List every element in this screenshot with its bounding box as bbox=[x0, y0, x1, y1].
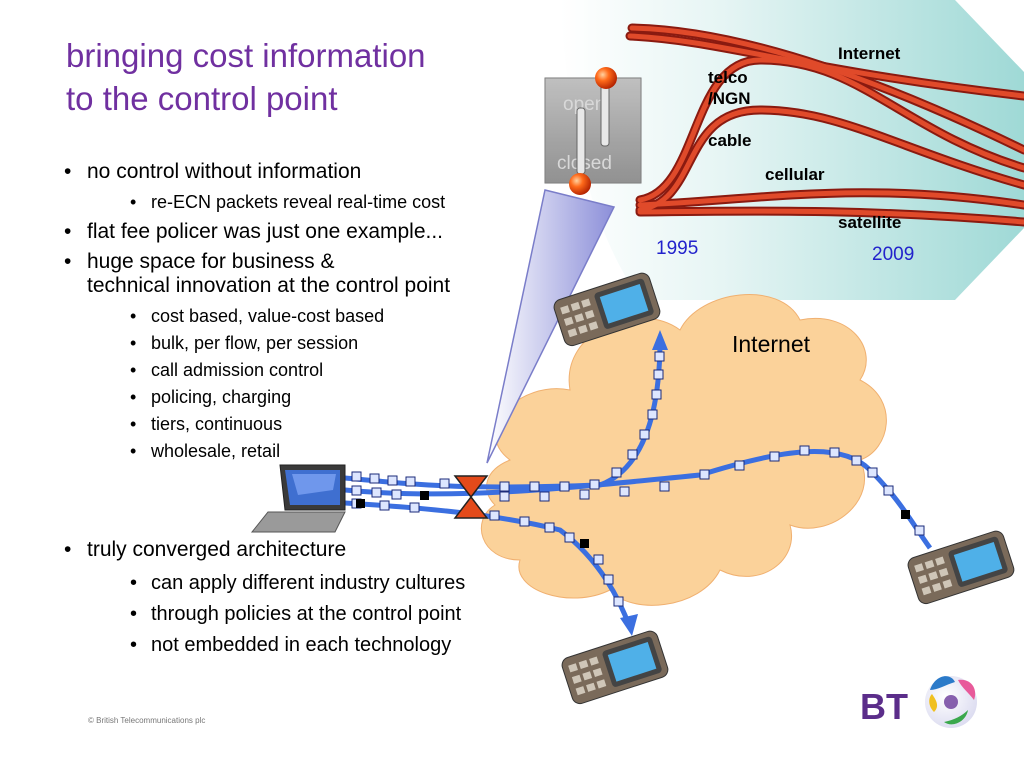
bullet-text: call admission control bbox=[151, 360, 324, 380]
mobile-phone-icon bbox=[907, 530, 1015, 605]
mobile-phone-icon bbox=[553, 272, 661, 347]
year-start: 1995 bbox=[656, 238, 698, 259]
bullet-text: tiers, continuous bbox=[151, 414, 283, 434]
bullet-glyph: • bbox=[130, 306, 137, 326]
bullet-text: re-ECN packets reveal real-time cost bbox=[151, 192, 446, 212]
technology-pipes bbox=[625, 23, 1024, 227]
bullet-text: policing, charging bbox=[151, 387, 292, 407]
bullet-glyph: • bbox=[130, 360, 137, 380]
bt-globe-logo-icon bbox=[925, 676, 977, 728]
bullet-text: technical innovation at the control poin… bbox=[87, 274, 451, 297]
label-internet-pipe: Internet bbox=[838, 44, 901, 63]
bullet-glyph: • bbox=[64, 160, 72, 183]
bullet-text: truly converged architecture bbox=[87, 538, 347, 561]
slide-title: bringing cost information to the control… bbox=[66, 34, 426, 120]
bullet-text: flat fee policer was just one example... bbox=[87, 220, 444, 243]
control-valve-icon bbox=[453, 475, 489, 519]
marked-packets bbox=[356, 491, 910, 548]
label-cellular: cellular bbox=[765, 165, 825, 184]
bullet-glyph: • bbox=[130, 192, 137, 212]
slide-title-line-2: to the control point bbox=[66, 80, 338, 117]
year-end: 2009 bbox=[872, 244, 914, 265]
bt-logo-text: BT bbox=[860, 686, 908, 727]
label-ngn: /NGN bbox=[708, 89, 751, 108]
copyright-footer: © British Telecommunications plc bbox=[88, 716, 206, 725]
bullet-text: through policies at the control point bbox=[151, 603, 462, 625]
bullet-glyph: • bbox=[64, 250, 72, 273]
label-satellite: satellite bbox=[838, 213, 901, 232]
bt-logo: BT bbox=[860, 676, 977, 728]
mobile-phone-icon bbox=[561, 630, 669, 705]
slide-title-line-1: bringing cost information bbox=[66, 37, 426, 74]
bullet-glyph: • bbox=[130, 572, 138, 594]
label-cable: cable bbox=[708, 131, 751, 150]
convergence-panel bbox=[560, 0, 1024, 300]
flow-arrowheads bbox=[620, 330, 668, 636]
bullet-glyph: • bbox=[130, 441, 137, 461]
bullet-text: wholesale, retail bbox=[151, 441, 281, 461]
bullet-text: no control without information bbox=[87, 160, 362, 183]
cloud-label: Internet bbox=[732, 331, 811, 357]
bullet-text: can apply different industry cultures bbox=[151, 572, 466, 594]
control-funnel bbox=[486, 189, 616, 464]
switch-icon: open closed bbox=[544, 67, 642, 195]
bullet-glyph: • bbox=[130, 333, 137, 353]
bullet-glyph: • bbox=[64, 538, 72, 561]
bullet-text: huge space for business & bbox=[87, 250, 335, 273]
bullet-glyph: • bbox=[130, 634, 138, 656]
bullet-text: cost based, value-cost based bbox=[151, 306, 385, 326]
bullet-text: bulk, per flow, per session bbox=[151, 333, 359, 353]
bullet-glyph: • bbox=[130, 414, 137, 434]
bullet-glyph: • bbox=[130, 603, 138, 625]
bullet-text: not embedded in each technology bbox=[151, 634, 452, 656]
label-telco: telco bbox=[708, 68, 748, 87]
switch-open-label: open bbox=[563, 94, 605, 115]
laptop-icon bbox=[250, 464, 346, 533]
bullet-glyph: • bbox=[130, 387, 137, 407]
bullet-glyph: • bbox=[64, 220, 72, 243]
